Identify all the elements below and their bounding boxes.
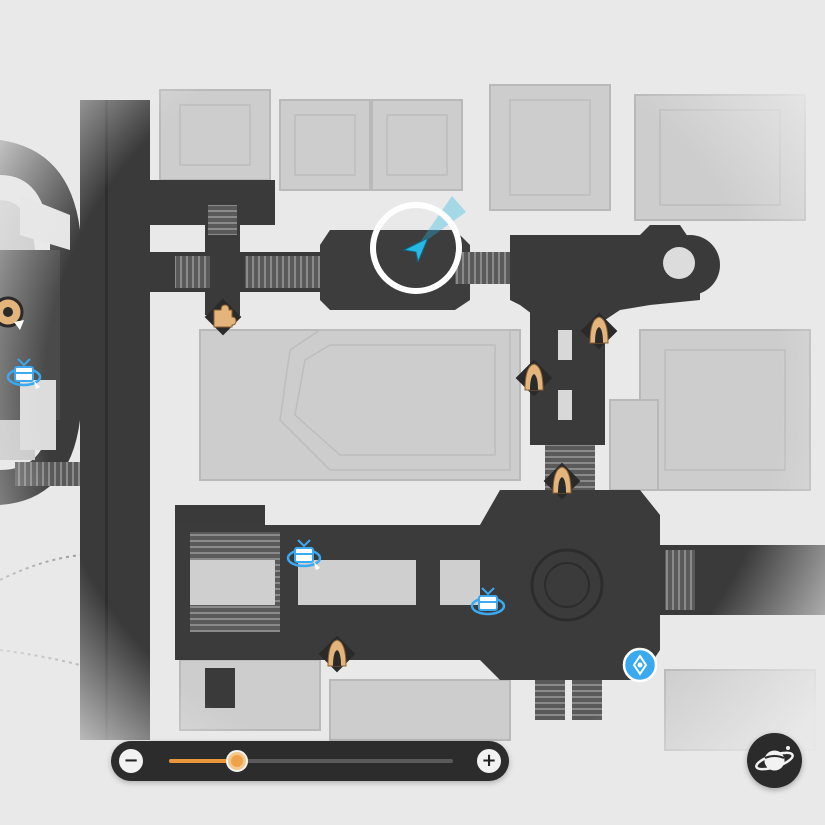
zoom-out-button[interactable]: − [119,749,143,773]
npc-marker[interactable] [318,635,356,673]
treasure-marker[interactable] [470,587,506,616]
eye-landmark-icon [0,296,24,330]
zoom-in-button[interactable]: + [477,749,501,773]
player-marker [370,196,466,294]
treasure-chest-icon [6,358,42,389]
treasure-marker[interactable] [6,358,42,389]
treasure-chest-icon [286,539,322,570]
planet-icon [755,746,794,771]
hooded-figure-icon [515,359,553,397]
hooded-figure-icon [580,312,618,350]
zoom-slider-handle[interactable] [226,750,249,772]
hooded-figure-icon [543,462,581,500]
quest-marker[interactable] [204,298,242,336]
treasure-chest-icon [470,587,506,616]
zoom-control: − + [111,741,509,781]
zoom-slider-fill [169,759,238,763]
hooded-figure-icon [318,635,356,673]
planet-map-button[interactable] [747,733,802,788]
space-anchor-icon [622,647,658,683]
player-arrow-icon [402,236,429,264]
npc-marker[interactable] [580,312,618,350]
warp-marker[interactable] [622,647,658,683]
npc-marker[interactable] [515,359,553,397]
puzzle-piece-icon [204,298,242,336]
zoom-slider-track[interactable] [169,750,453,772]
landmark-marker[interactable] [0,296,24,330]
npc-marker[interactable] [543,462,581,500]
treasure-marker[interactable] [286,539,322,570]
